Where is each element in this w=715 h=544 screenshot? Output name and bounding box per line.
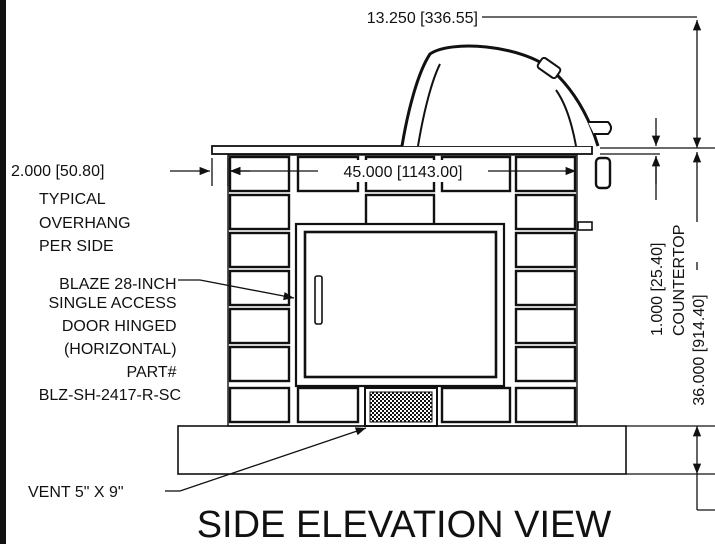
- grill-knob: [577, 156, 612, 231]
- dimension-overhang: 2.000 [50.80] TYPICAL OVERHANG PER SIDE: [11, 158, 250, 255]
- brick: [228, 307, 291, 345]
- brick: [228, 193, 291, 231]
- brick: [514, 269, 577, 307]
- brick: [296, 386, 360, 424]
- grill-hood: [400, 44, 612, 147]
- grill-height-label: 13.250 [336.55]: [367, 10, 478, 27]
- brick: [514, 345, 577, 383]
- door-callout-text: BLAZE 28-INCH SINGLE ACCESS DOOR HINGED …: [39, 276, 181, 404]
- dimension-countertop-height: 36.000 [914.40]: [691, 152, 708, 406]
- left-edge-bar: [0, 0, 6, 544]
- dimension-base-height: [692, 426, 715, 511]
- dimension-grill-height: 13.250 [336.55]: [367, 10, 702, 148]
- brick: [514, 386, 577, 424]
- countertop-thickness-label: 1.000 [25.40] COUNTERTOP: [649, 225, 688, 336]
- door-handle: [314, 275, 323, 325]
- brick: [228, 386, 291, 424]
- brick: [514, 155, 577, 193]
- brick: [514, 231, 577, 269]
- brick: [228, 345, 291, 383]
- brick: [228, 231, 291, 269]
- vent-grille: [369, 391, 433, 423]
- vent-callout: VENT 5" X 9": [28, 427, 367, 501]
- brick: [440, 386, 512, 424]
- dimension-island-width: 45.000 [1143.00]: [230, 160, 576, 182]
- countertop: [211, 145, 593, 155]
- door-callout: BLAZE 28-INCH SINGLE ACCESS DOOR HINGED …: [39, 276, 295, 404]
- view-title: SIDE ELEVATION VIEW: [197, 504, 612, 544]
- brick: [514, 307, 577, 345]
- vent-callout-text: VENT 5" X 9": [28, 484, 124, 501]
- countertop-height-label: 36.000 [914.40]: [691, 294, 708, 405]
- brick: [228, 155, 291, 193]
- base-plinth: [177, 425, 627, 475]
- brick: [514, 193, 577, 231]
- island-width-label: 45.000 [1143.00]: [344, 164, 463, 181]
- overhang-label: 2.000 [50.80]: [11, 163, 104, 180]
- overhang-note: TYPICAL OVERHANG PER SIDE: [39, 191, 135, 255]
- dimension-countertop-thickness: 1.000 [25.40] COUNTERTOP: [649, 118, 688, 336]
- access-door: [294, 222, 506, 388]
